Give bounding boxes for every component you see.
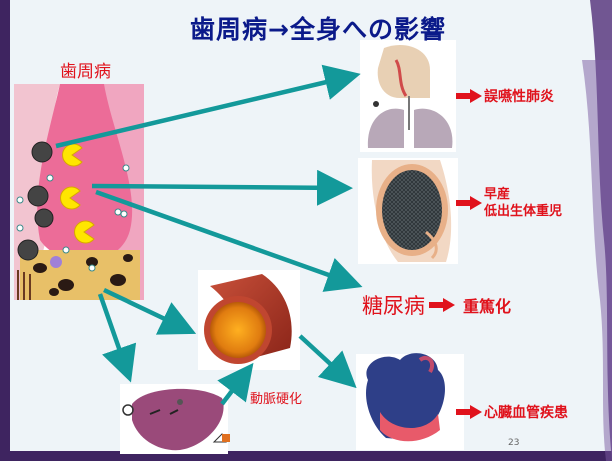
diabetes-label: 糖尿病 — [362, 290, 425, 320]
red-arrow-icon — [429, 298, 455, 312]
cardiovascular-label: 心臓血管疾患 — [484, 402, 568, 422]
low-birth-weight-label: 低出生体重児 — [484, 203, 562, 220]
liver-icon — [120, 384, 230, 454]
artery-icon — [198, 270, 300, 370]
slide-title: 歯周病→全身への影響 — [118, 10, 518, 46]
diabetes-effect-label: 重篤化 — [463, 293, 511, 317]
pneumonia-label-group: 誤嚥性肺炎 — [456, 86, 554, 106]
lungs-icon — [360, 40, 456, 152]
pregnancy-icon — [358, 158, 458, 264]
preterm-label: 早産 — [484, 186, 562, 203]
red-arrow-icon — [456, 405, 482, 419]
tooth-label: 歯周病 — [60, 57, 111, 82]
page-number: 23 — [508, 438, 519, 448]
heart-icon — [356, 353, 464, 450]
red-arrow-icon — [456, 89, 482, 103]
pneumonia-label: 誤嚥性肺炎 — [484, 86, 554, 106]
red-arrow-icon — [456, 196, 482, 210]
diabetes-label-group: 糖尿病 重篤化 — [362, 290, 511, 320]
cardiovascular-label-group: 心臓血管疾患 — [456, 402, 568, 422]
preterm-label-group: 早産 低出生体重児 — [456, 186, 562, 220]
atherosclerosis-label: 動脈硬化 — [250, 388, 302, 407]
